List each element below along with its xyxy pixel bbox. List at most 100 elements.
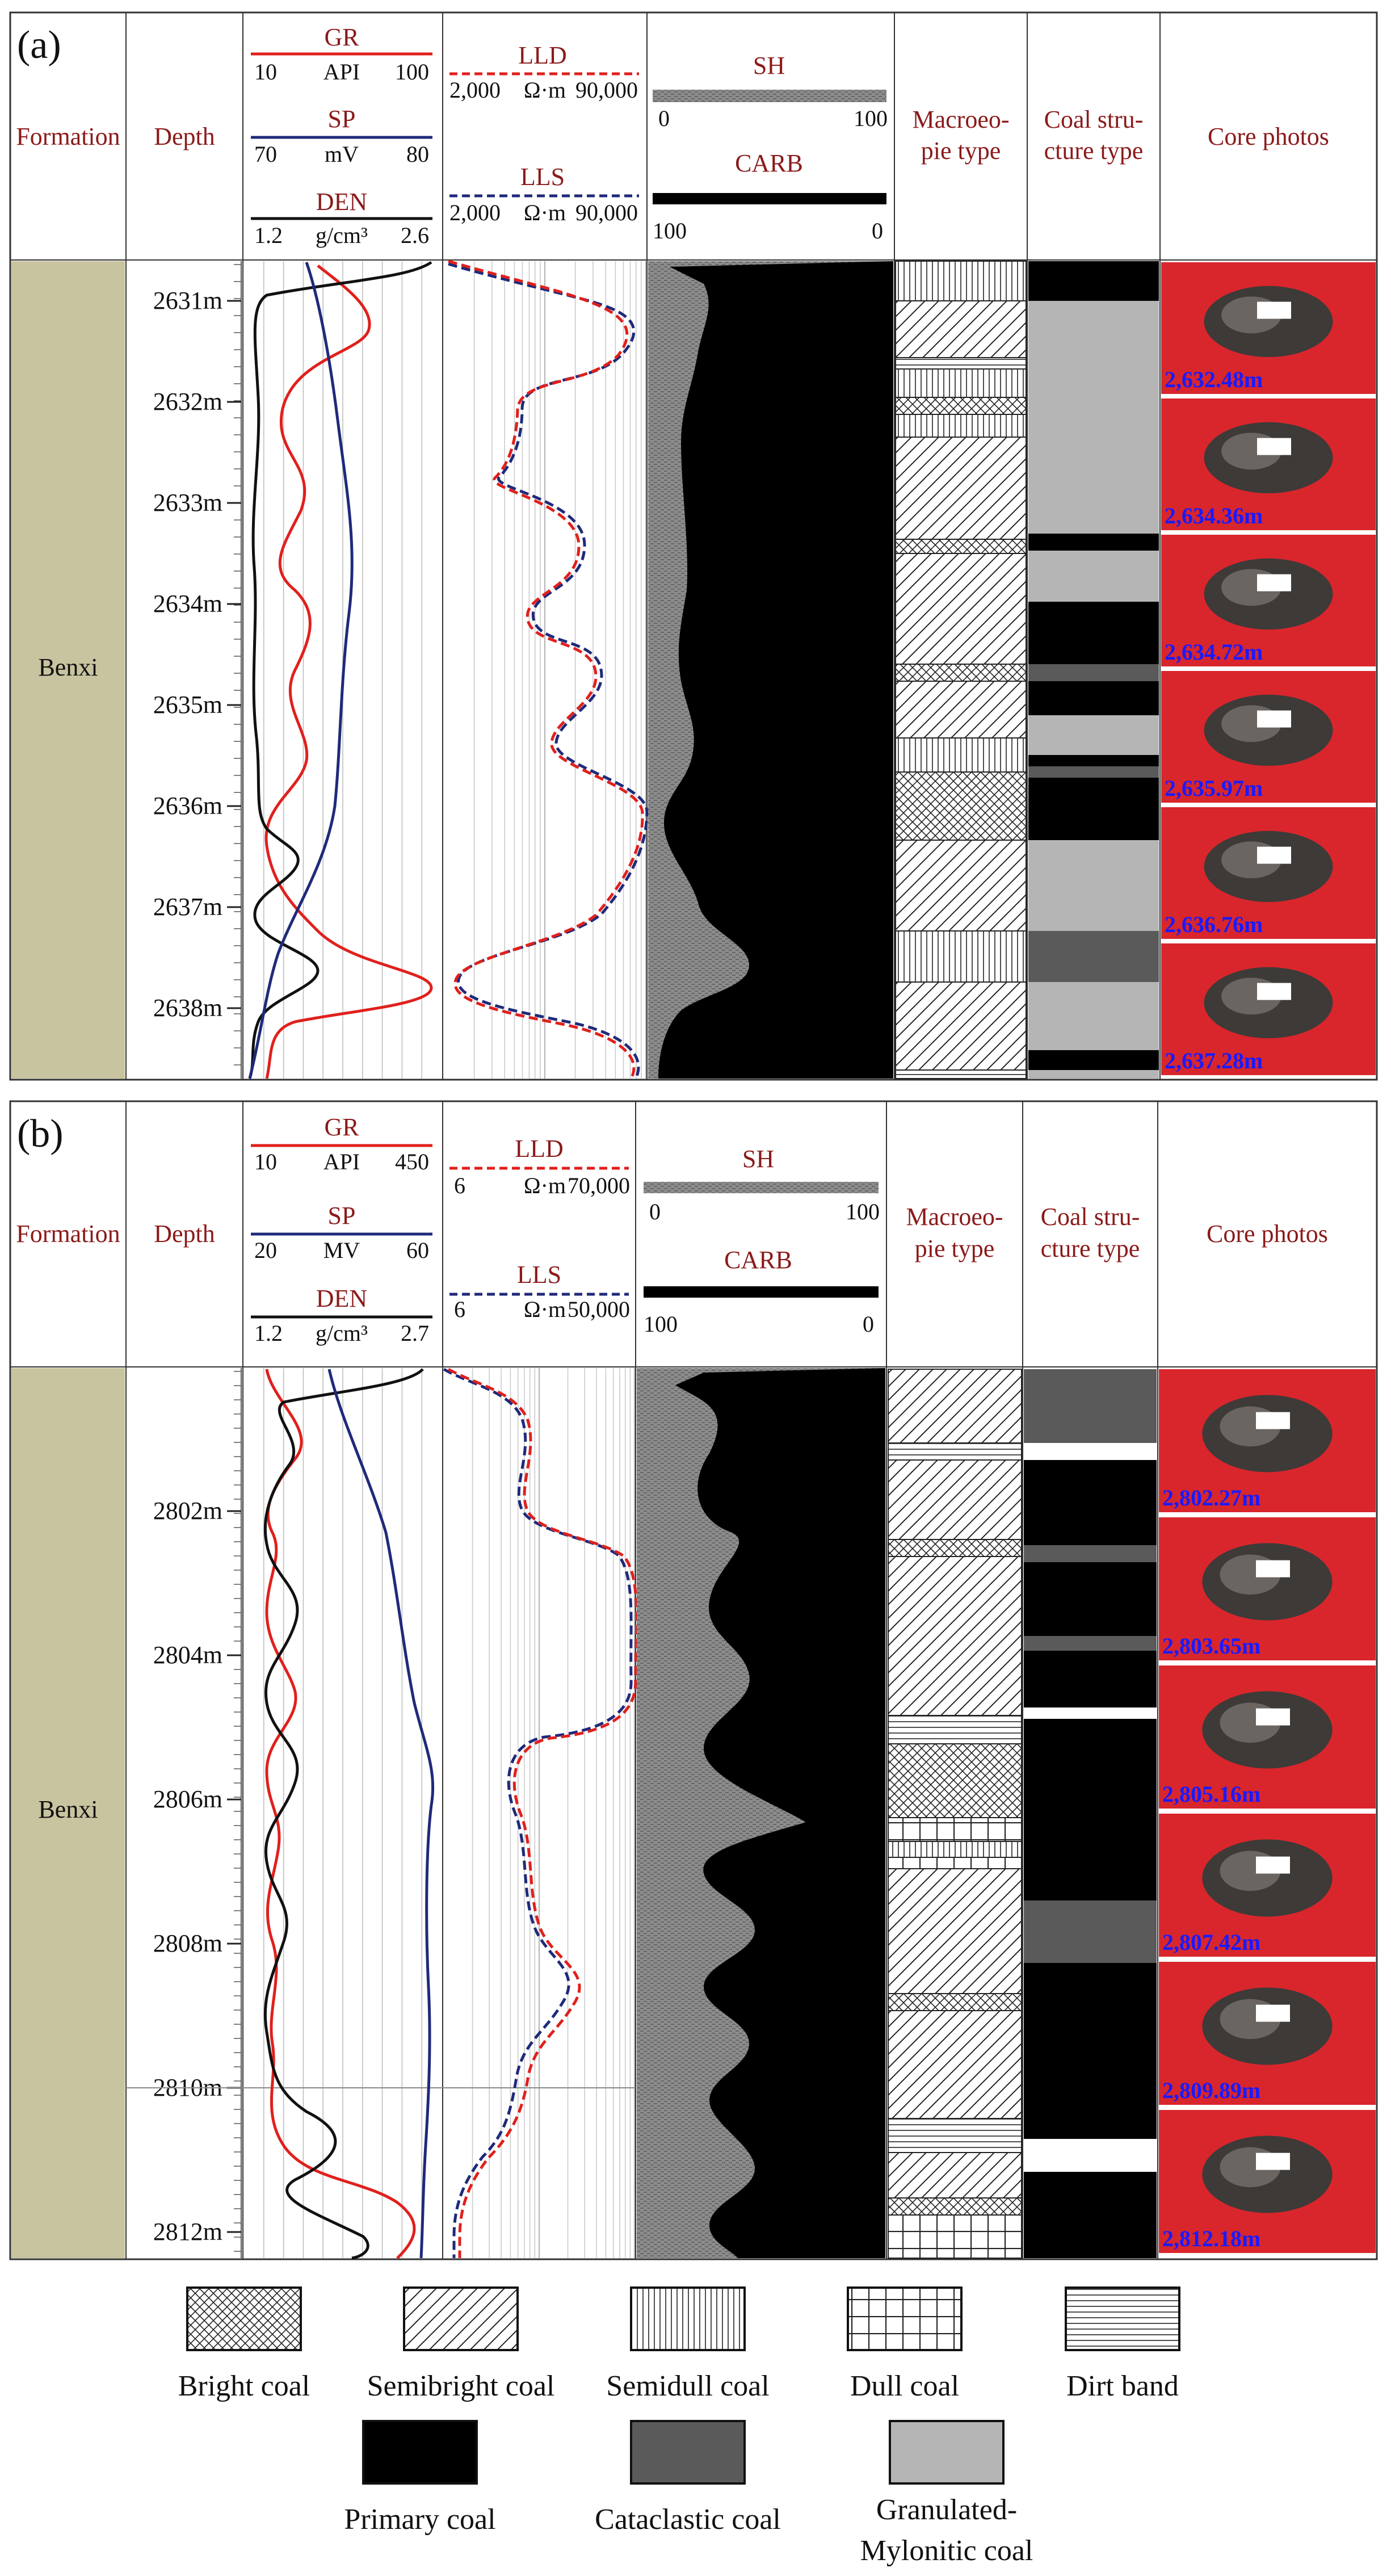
sp-max: 80 [406, 141, 429, 167]
panel-label: (a) [17, 23, 61, 67]
header-macro-2: pie type [915, 1235, 995, 1262]
photo-depth-label: 2,809.89m [1162, 2078, 1260, 2103]
sp-curve [248, 262, 354, 1079]
core-photos-column: 2,802.27m2,803.65m2,805.16m2,807.42m2,80… [1159, 1369, 1376, 2253]
photo-depth-label: 2,634.72m [1165, 639, 1263, 665]
core-photo: 2,802.27m [1159, 1369, 1376, 1512]
formation-name: Benxi [38, 1795, 98, 1823]
header-struct-1: Coal stru- [1041, 1203, 1140, 1231]
photo-depth-label: 2,632.48m [1165, 367, 1263, 392]
header-struct-2: cture type [1044, 137, 1144, 165]
header-macro-1: Macroeo- [912, 106, 1009, 133]
den-title: DEN [316, 1285, 367, 1312]
lld-curve [448, 259, 644, 1080]
lls-min: 2,000 [449, 200, 501, 225]
sp-unit: MV [323, 1237, 360, 1263]
core-photo: 2,812.18m [1159, 2110, 1376, 2253]
header-photos: Core photos [1208, 123, 1329, 150]
photo-depth-label: 2,637.28m [1165, 1048, 1263, 1073]
header-struct-1: Coal stru- [1044, 106, 1144, 133]
sp-curve [327, 1369, 435, 2259]
gr-title: GR [324, 23, 359, 51]
macro-type-column [888, 1369, 1022, 2259]
core-photo: 2,803.65m [1159, 1517, 1376, 1660]
carb-min: 100 [644, 1311, 678, 1337]
legend-label-granulated-2: Mylonitic coal [860, 2535, 1033, 2567]
sh-max: 100 [846, 1199, 880, 1224]
core-photo: 2,635.97m [1161, 671, 1376, 803]
lld-title: LLD [515, 1135, 564, 1163]
carb-max: 0 [872, 218, 883, 244]
header-depth: Depth [154, 123, 215, 150]
depth-tick-label: 2804m [153, 1641, 222, 1669]
resistivity-grid [472, 1368, 635, 2258]
sp-min: 70 [254, 141, 277, 167]
carb-title: CARB [724, 1246, 792, 1274]
resistivity-grid [473, 261, 646, 1079]
lld-title: LLD [518, 41, 567, 69]
legend-label-dirt: Dirt band [1066, 2370, 1179, 2402]
core-photo: 2,807.42m [1159, 1814, 1376, 1957]
legend-item-granulated: Granulated- Mylonitic coal [860, 2420, 1033, 2567]
den-curve [248, 261, 432, 1079]
carb-area [658, 261, 893, 1079]
sh-title: SH [742, 1145, 774, 1173]
sp-title: SP [328, 1202, 356, 1230]
coal-structure-column [1024, 1369, 1157, 2258]
den-unit: g/cm³ [316, 223, 368, 248]
lls-title: LLS [517, 1261, 561, 1289]
gr-curve [265, 1369, 416, 2259]
header-photos: Core photos [1207, 1220, 1328, 1248]
gr-sp-den-grid [263, 1368, 422, 2258]
legend-label-semidull: Semidull coal [606, 2370, 769, 2402]
sh-min: 0 [658, 106, 670, 131]
header-struct-2: cture type [1041, 1235, 1140, 1262]
lld-max: 90,000 [575, 77, 638, 103]
lls-curve [448, 262, 649, 1080]
legend: Bright coal Semibright coal Semidull coa… [178, 2286, 1180, 2567]
depth-tick-label: 2634m [153, 590, 222, 618]
photo-depth-label: 2,803.65m [1162, 1633, 1260, 1659]
depth-tick-label: 2632m [153, 388, 222, 416]
legend-item-cataclastic: Cataclastic coal [595, 2420, 781, 2536]
sp-min: 20 [254, 1237, 277, 1263]
sp-title: SP [328, 105, 356, 133]
formation-name: Benxi [38, 653, 98, 681]
den-title: DEN [316, 188, 367, 216]
sp-unit: mV [325, 141, 359, 167]
legend-item-dull: Dull coal [847, 2286, 963, 2402]
depth-tick-label: 2635m [153, 691, 222, 719]
depth-tick-label: 2802m [153, 1497, 222, 1525]
carb-area [675, 1368, 885, 2258]
den-max: 2.6 [401, 223, 429, 248]
header-formation: Formation [16, 1220, 120, 1248]
sh-max: 100 [854, 106, 888, 131]
core-photo: 2,634.72m [1161, 535, 1376, 666]
core-photo: 2,636.76m [1161, 807, 1376, 939]
macro-type-column [895, 261, 1027, 1079]
photo-depth-label: 2,807.42m [1162, 1929, 1260, 1955]
lls-unit: Ω·m [524, 200, 566, 225]
depth-tick-label: 2638m [153, 994, 222, 1022]
core-photo: 2,637.28m [1161, 943, 1376, 1075]
lld-min: 2,000 [449, 77, 501, 103]
lld-unit: Ω·m [524, 77, 566, 103]
depth-tick-label: 2806m [153, 1785, 222, 1813]
legend-label-cataclastic: Cataclastic coal [595, 2503, 781, 2536]
depth-tick-label: 2808m [153, 1929, 222, 1957]
gr-max: 100 [395, 59, 429, 85]
depth-tick-label: 2636m [153, 792, 222, 820]
gr-unit: API [323, 59, 360, 85]
den-max: 2.7 [401, 1320, 429, 1346]
legend-label-semibright: Semibright coal [367, 2370, 555, 2402]
legend-item-primary: Primary coal [344, 2420, 496, 2536]
photo-depth-label: 2,634.36m [1165, 503, 1263, 528]
legend-item-semidull: Semidull coal [606, 2286, 770, 2402]
lls-title: LLS [520, 163, 565, 191]
header-macro-2: pie type [921, 137, 1001, 165]
lld-max: 70,000 [568, 1173, 630, 1198]
sh-title: SH [753, 52, 785, 79]
photo-depth-label: 2,635.97m [1165, 775, 1263, 801]
depth-tick-label: 2633m [153, 489, 222, 517]
